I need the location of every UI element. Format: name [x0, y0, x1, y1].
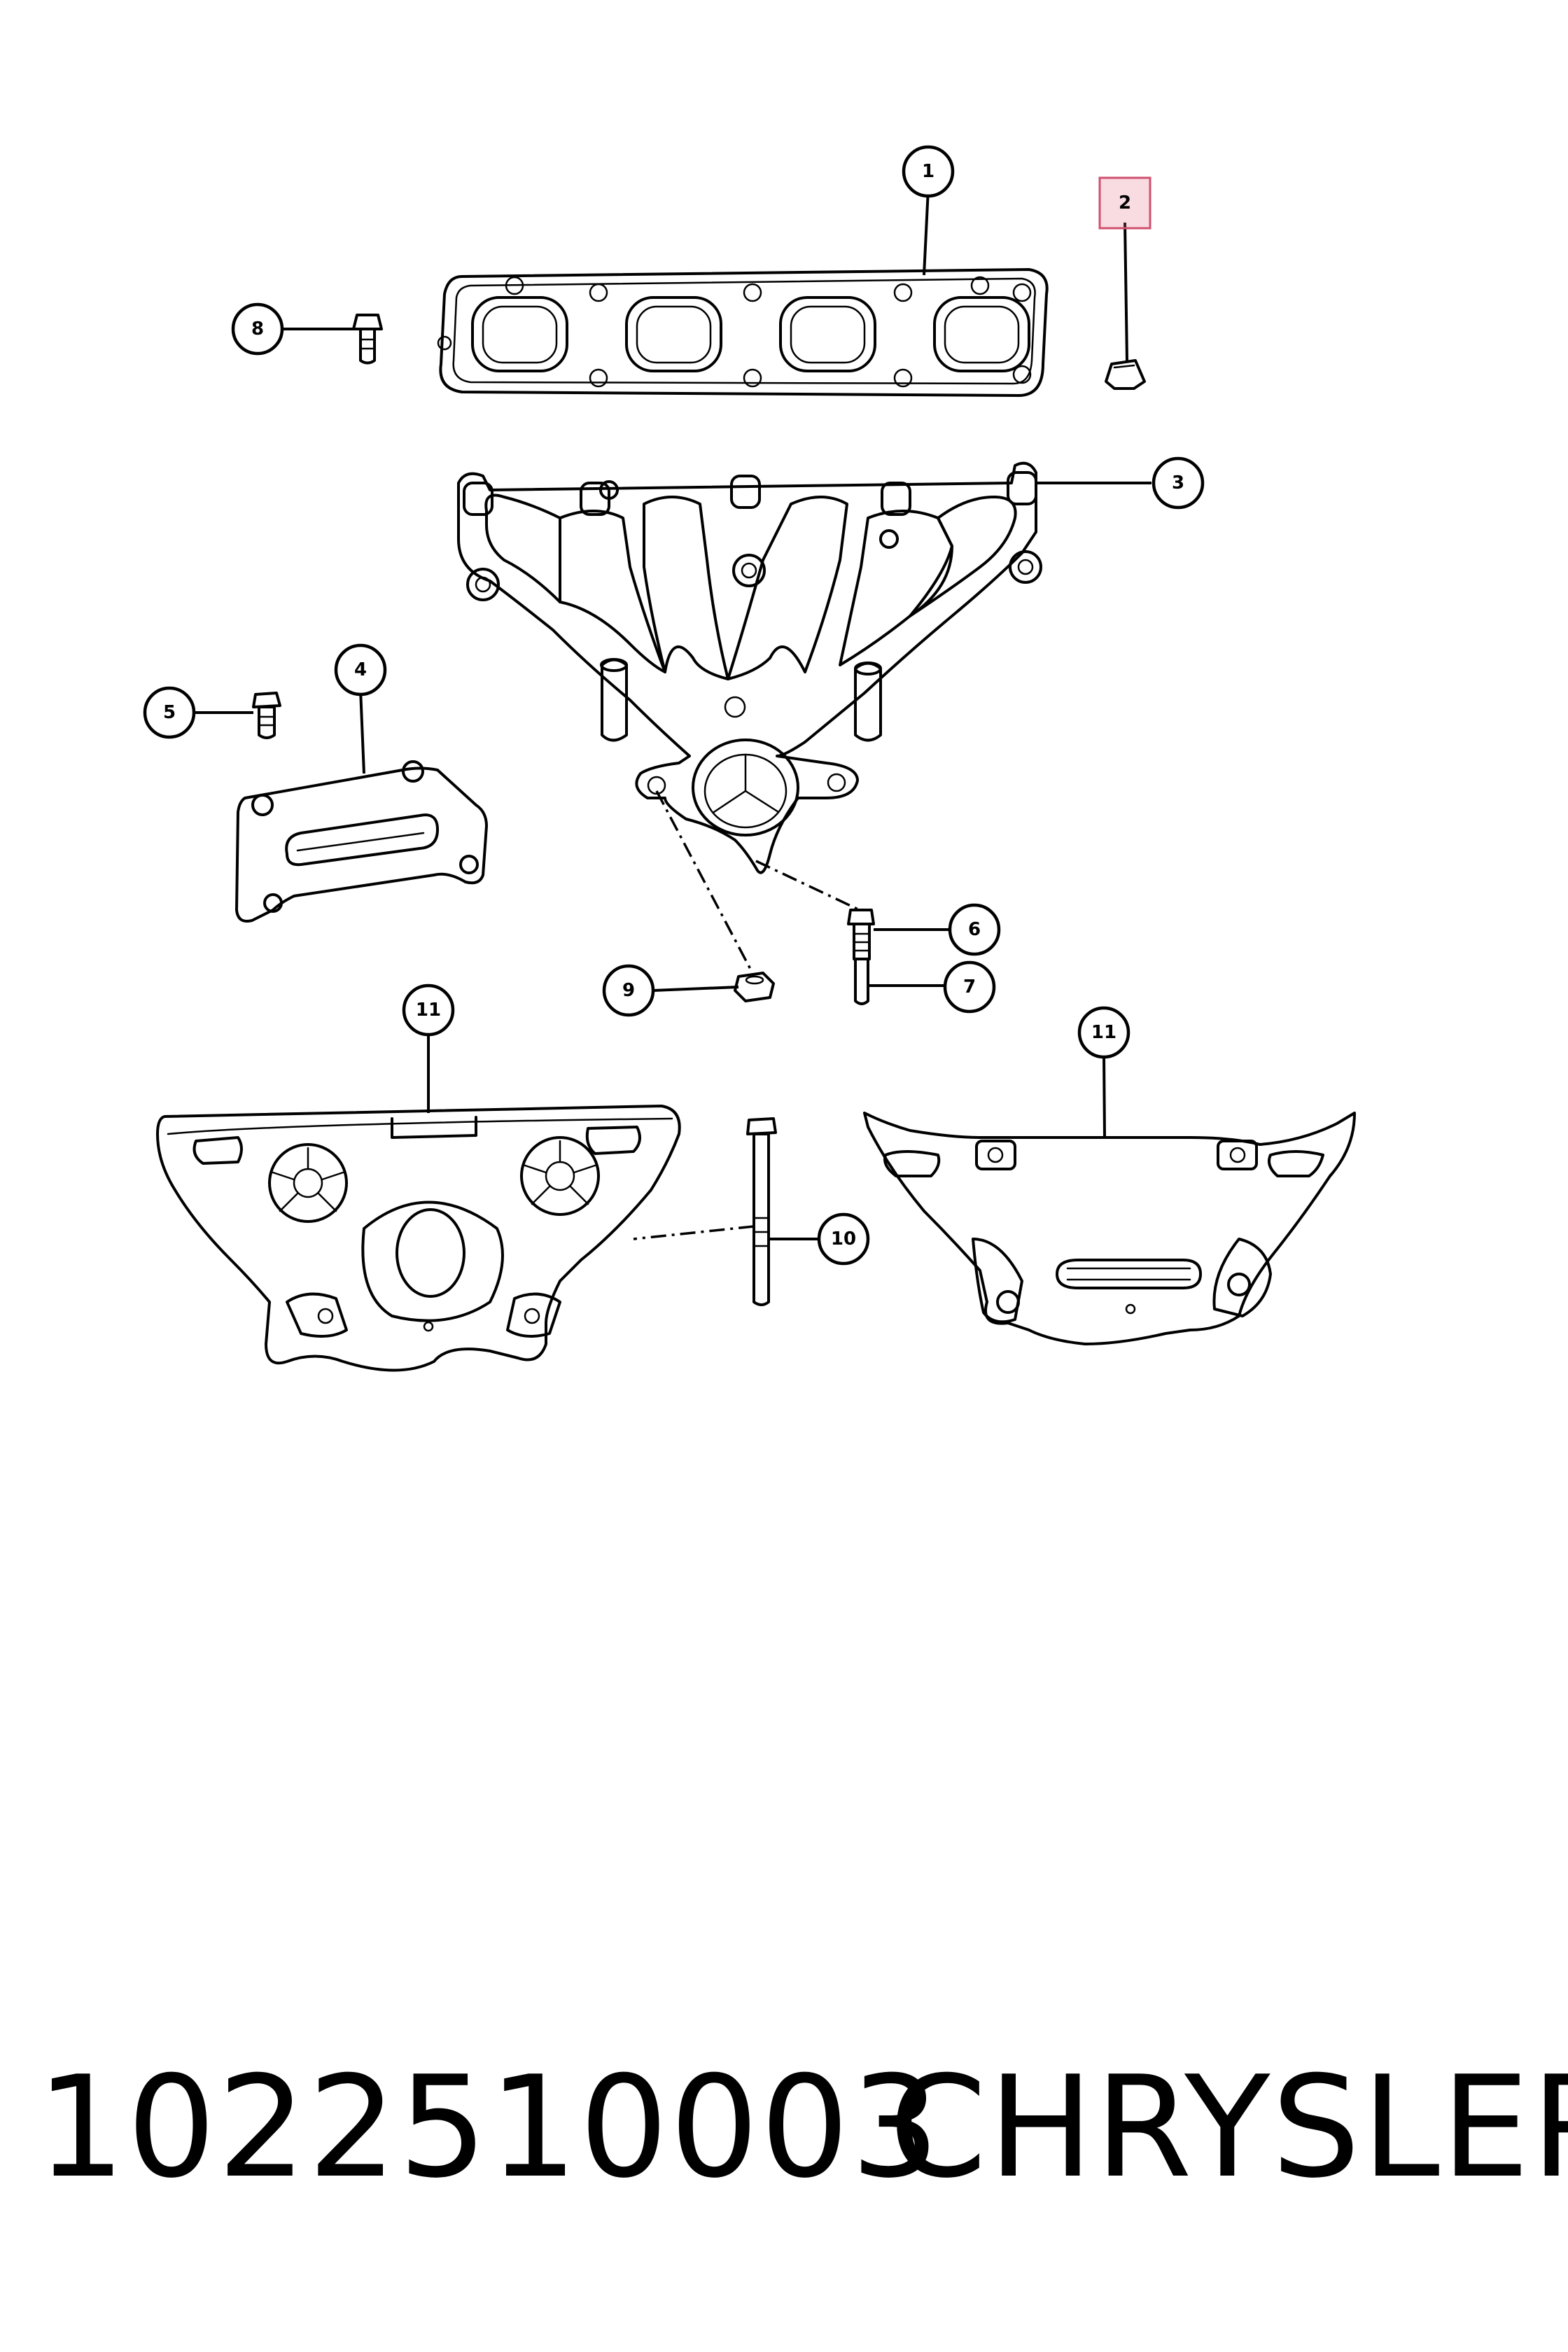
callout-label: 6 — [968, 919, 981, 940]
callout-circle — [231, 302, 284, 356]
leader-lines — [192, 188, 1152, 1240]
part-number-text: 1022510003 — [36, 2046, 941, 2209]
callout-label: 4 — [354, 659, 367, 680]
callout-c9: 9 — [602, 964, 655, 1017]
callout-c4: 4 — [334, 643, 387, 696]
nut-part-9 — [734, 972, 775, 1002]
callout-c8: 8 — [231, 302, 284, 356]
callout-circle — [143, 686, 196, 739]
callout-circle — [943, 960, 996, 1014]
exhaust-manifold-part — [457, 461, 1042, 874]
callout-circle — [402, 983, 455, 1037]
callout-c11b: 11 — [1077, 1006, 1130, 1059]
bolt-part-8 — [352, 314, 383, 365]
callout-label: 11 — [1091, 1022, 1116, 1043]
callout-c11a: 11 — [402, 983, 455, 1037]
callout-c7: 7 — [943, 960, 996, 1014]
bracket-part-4 — [235, 760, 488, 923]
callout-c2: 2 — [1098, 176, 1152, 230]
callout-c3: 3 — [1152, 456, 1205, 510]
callout-circle — [602, 964, 655, 1017]
callout-circle — [1077, 1006, 1130, 1059]
callout-highlight-box — [1098, 176, 1152, 230]
callout-circle — [334, 643, 387, 696]
heat-shield-left — [156, 1105, 681, 1372]
callout-circle — [948, 903, 1001, 956]
heat-shield-right — [863, 1112, 1356, 1345]
callout-c10: 10 — [817, 1212, 870, 1266]
callout-label: 7 — [963, 976, 976, 997]
brand-text: CHRYSLER — [889, 2046, 1568, 2209]
callout-c1: 1 — [902, 145, 955, 198]
gasket-part — [437, 268, 1049, 397]
bolt-part-10 — [746, 1117, 777, 1306]
callout-circle — [817, 1212, 870, 1266]
callout-bubbles: 1 2 3 4 5 6 7 8 9 10 11 11 — [143, 145, 1205, 1266]
callout-label: 5 — [163, 702, 176, 723]
callout-label: 10 — [831, 1228, 856, 1250]
callout-circle — [1152, 456, 1205, 510]
bolt-part-5 — [252, 692, 281, 739]
nut-part-2 — [1105, 359, 1146, 390]
callout-label: 1 — [922, 161, 934, 182]
callout-label: 9 — [622, 980, 635, 1001]
callout-label: 3 — [1172, 472, 1184, 493]
stud-part-6-7 — [847, 909, 875, 1005]
callout-label: 2 — [1119, 192, 1131, 214]
callout-label: 8 — [251, 318, 264, 340]
callout-label: 11 — [416, 1000, 441, 1021]
callout-circle — [902, 145, 955, 198]
footer-caption: 1022510003 CHRYSLER — [0, 2037, 1568, 2219]
callout-c5: 5 — [143, 686, 196, 739]
callout-c6: 6 — [948, 903, 1001, 956]
